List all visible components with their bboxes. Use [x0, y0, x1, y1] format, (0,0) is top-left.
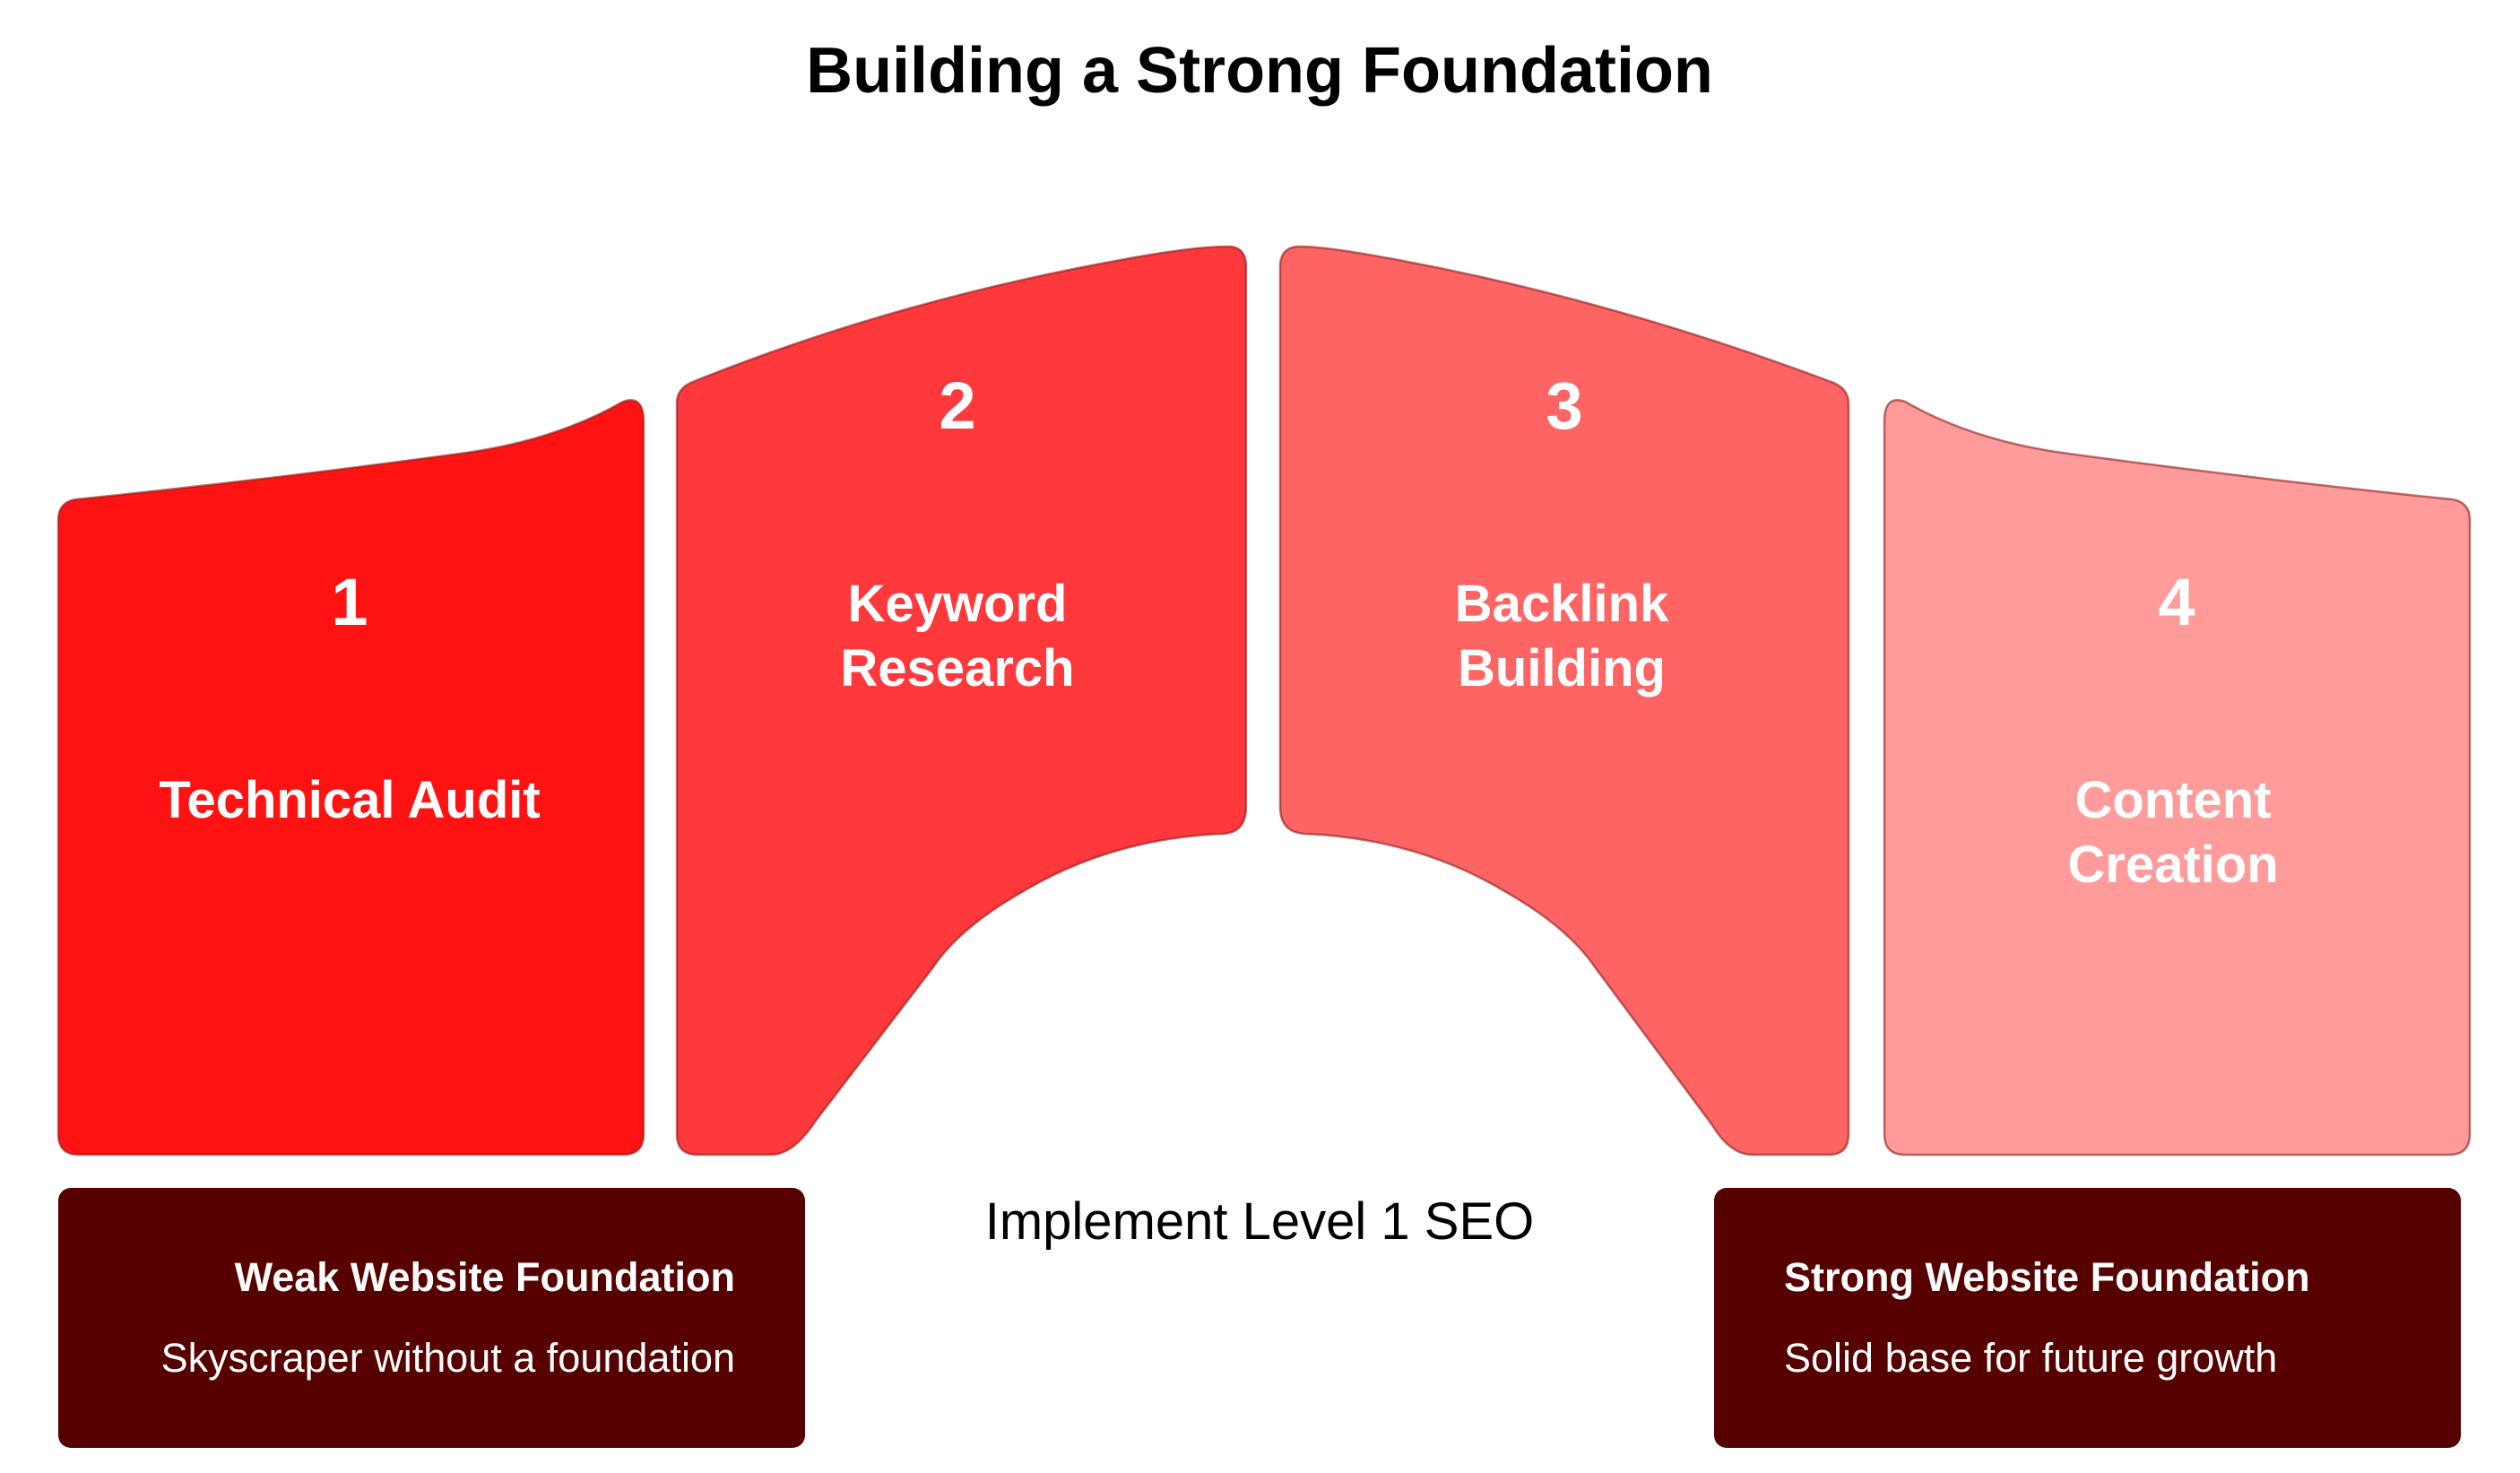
step-2-label-line2: Research — [840, 639, 1074, 698]
center-label: Implement Level 1 SEO — [985, 1192, 1535, 1251]
step-4-number: 4 — [2158, 565, 2195, 639]
strong-foundation-subtitle: Solid base for future growth — [1784, 1335, 2277, 1381]
step-3-label-line1: Backlink — [1455, 575, 1669, 633]
strong-foundation-box-bg — [1714, 1188, 2461, 1448]
weak-foundation-box: Weak Website Foundation Skyscraper witho… — [58, 1188, 805, 1448]
step-4-block: 4 Content Creation — [1883, 399, 2472, 1157]
weak-foundation-title: Weak Website Foundation — [235, 1254, 735, 1300]
step-1-block: 1 Technical Audit — [56, 399, 645, 1157]
step-3-block: 3 Backlink Building — [1278, 245, 1850, 1157]
step-2-number: 2 — [939, 368, 975, 443]
weak-foundation-subtitle: Skyscraper without a foundation — [161, 1335, 735, 1381]
step-2-shape — [675, 245, 1248, 1157]
step-1-label: Technical Audit — [159, 771, 540, 829]
step-4-shape — [1883, 399, 2472, 1157]
step-3-shape — [1278, 245, 1850, 1157]
step-1-shape — [56, 399, 645, 1157]
step-1-number: 1 — [331, 565, 368, 639]
strong-foundation-box: Strong Website Foundation Solid base for… — [1714, 1188, 2461, 1448]
step-2-label-line1: Keyword — [848, 575, 1068, 633]
strong-foundation-title: Strong Website Foundation — [1784, 1254, 2310, 1300]
step-4-label-line1: Content — [2074, 771, 2271, 829]
diagram-title: Building a Strong Foundation — [806, 35, 1713, 107]
step-3-number: 3 — [1546, 368, 1582, 443]
weak-foundation-box-bg — [58, 1188, 805, 1448]
step-3-label-line2: Building — [1458, 639, 1666, 698]
step-4-label-line2: Creation — [2067, 836, 2278, 894]
step-2-block: 2 Keyword Research — [675, 245, 1248, 1157]
